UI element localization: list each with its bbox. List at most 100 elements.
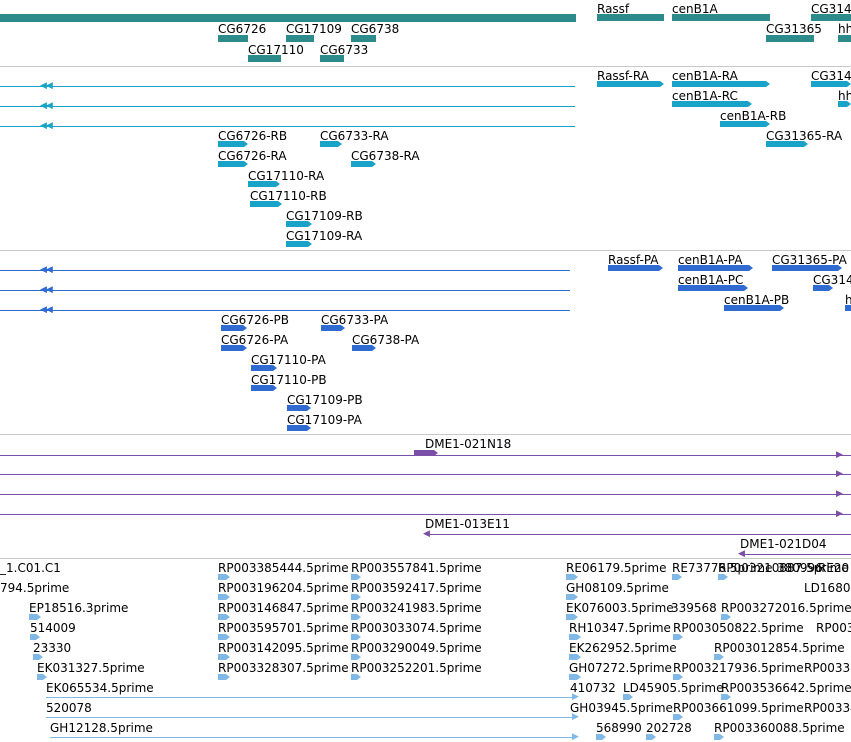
feature-bar[interactable] [352,345,376,351]
feature-bar[interactable] [286,241,312,247]
feature-bar[interactable] [569,654,581,660]
feature-bar[interactable] [218,654,230,660]
feature-bar[interactable] [724,305,784,311]
feature-bar[interactable] [251,365,277,371]
feature-bar[interactable] [320,141,342,147]
span-line [0,14,576,22]
feature-bar[interactable] [218,141,248,147]
feature-bar[interactable] [623,694,633,700]
feature-bar[interactable] [766,35,814,42]
feature-bar[interactable] [718,574,728,580]
feature-bar[interactable] [596,734,606,740]
feature-bar[interactable] [566,614,578,620]
feature-bar[interactable] [838,35,851,42]
feature-bar[interactable] [672,101,752,107]
feature-bar[interactable] [351,654,361,660]
feature-bar[interactable] [250,201,282,207]
feature-label: cenB1A-RA [672,69,738,83]
feature-bar[interactable] [720,121,770,127]
feature-bar[interactable] [414,450,438,456]
feature-bar[interactable] [678,265,753,271]
feature-bar[interactable] [218,35,248,42]
feature-bar[interactable] [811,14,851,21]
feature-bar[interactable] [351,614,361,620]
feature-bar[interactable] [608,265,663,271]
feature-bar[interactable] [672,574,682,580]
feature-bar[interactable] [845,305,851,311]
feature-label: DME1-021N18 [425,437,512,451]
feature-label: GH08109.5prime [566,581,669,595]
feature-label: RP003536642.5prime [721,681,851,695]
feature-line[interactable] [46,717,576,718]
feature-bar[interactable] [721,614,731,620]
feature-bar[interactable] [811,81,851,87]
feature-label: CG314 [813,273,851,287]
feature-bar[interactable] [351,674,361,680]
feature-bar[interactable] [673,714,683,720]
feature-bar[interactable] [673,634,683,640]
arrow-glyph: ◀ [423,529,430,539]
feature-label: CG6738 [351,22,400,36]
feature-line[interactable] [425,534,851,535]
feature-bar[interactable] [30,634,40,640]
feature-label: CG6733-RA [320,129,389,143]
feature-bar[interactable] [714,654,724,660]
feature-bar[interactable] [218,594,230,600]
feature-label: CG17109-RA [286,229,363,243]
feature-bar[interactable] [351,634,361,640]
feature-bar[interactable] [569,674,581,680]
arrow-glyph: ◀◀ [40,305,53,315]
feature-bar[interactable] [597,81,664,87]
feature-bar[interactable] [714,734,724,740]
feature-bar[interactable] [672,81,770,87]
feature-bar[interactable] [566,594,578,600]
feature-bar[interactable] [838,101,851,107]
feature-bar[interactable] [287,425,311,431]
feature-bar[interactable] [721,694,731,700]
feature-bar[interactable] [218,614,230,620]
feature-label: RP003385444.5prime [218,561,349,575]
feature-label: 380996 [777,561,823,575]
feature-bar[interactable] [248,181,280,187]
feature-label: DME1-021D04 [740,537,827,551]
feature-bar[interactable] [678,285,748,291]
feature-bar[interactable] [320,55,344,62]
feature-bar[interactable] [287,405,311,411]
feature-label: RP003661099.5prime [673,701,804,715]
feature-bar[interactable] [29,614,41,620]
feature-bar[interactable] [218,674,230,680]
feature-line[interactable] [740,554,851,555]
feature-bar[interactable] [673,674,683,680]
feature-label: hh [838,22,851,36]
feature-bar[interactable] [569,634,581,640]
feature-bar[interactable] [321,325,345,331]
feature-bar[interactable] [351,574,361,580]
feature-bar[interactable] [218,634,230,640]
feature-bar[interactable] [248,55,281,62]
feature-bar[interactable] [286,35,314,42]
feature-label: Rassf-RA [597,69,649,83]
feature-bar[interactable] [351,161,376,167]
feature-bar[interactable] [221,325,247,331]
feature-bar[interactable] [772,265,842,271]
feature-bar[interactable] [218,161,248,167]
feature-bar[interactable] [37,674,47,680]
feature-bar[interactable] [766,141,808,147]
feature-line[interactable] [50,737,576,738]
feature-label: CG17110-PA [251,353,326,367]
feature-bar[interactable] [33,654,43,660]
feature-bar[interactable] [221,345,247,351]
feature-bar[interactable] [286,221,312,227]
feature-bar[interactable] [218,574,230,580]
feature-bar[interactable] [597,14,664,21]
feature-bar[interactable] [351,35,376,42]
feature-bar[interactable] [251,385,277,391]
feature-bar[interactable] [351,594,361,600]
feature-bar[interactable] [672,14,770,21]
feature-line[interactable] [46,697,576,698]
feature-bar[interactable] [646,734,656,740]
feature-bar[interactable] [813,285,833,291]
feature-bar[interactable] [566,574,578,580]
